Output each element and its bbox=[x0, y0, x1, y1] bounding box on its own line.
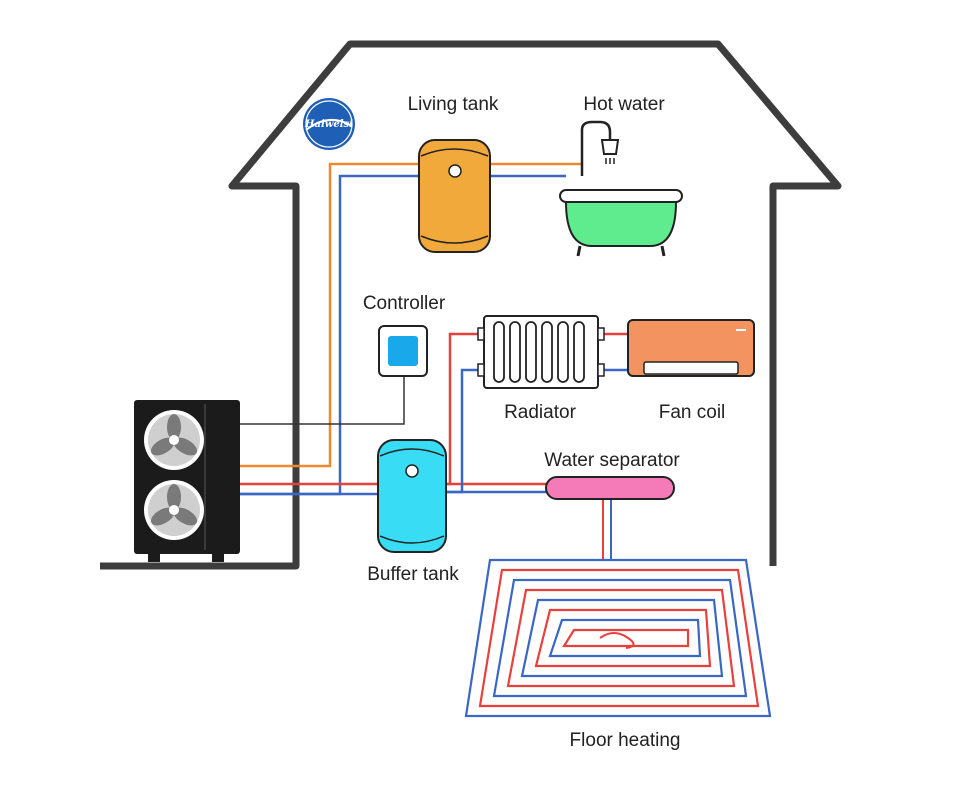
logo-text: Haiwelsi bbox=[304, 119, 353, 130]
water-separator bbox=[545, 476, 675, 500]
label-living-tank: Living tank bbox=[408, 94, 499, 115]
fan-bottom-icon bbox=[144, 480, 204, 540]
label-buffer-tank: Buffer tank bbox=[367, 564, 459, 585]
radiator bbox=[477, 315, 605, 389]
living-tank bbox=[418, 139, 491, 253]
fan-coil-unit bbox=[627, 319, 755, 377]
floor-heating-coil bbox=[464, 558, 772, 718]
label-fan-coil: Fan coil bbox=[659, 402, 726, 423]
label-radiator: Radiator bbox=[504, 402, 576, 423]
label-water-separator: Water separator bbox=[544, 450, 680, 471]
label-controller: Controller bbox=[363, 293, 446, 314]
heat-pump-unit bbox=[134, 400, 240, 562]
house-outline bbox=[100, 40, 842, 570]
controller-device bbox=[378, 325, 428, 377]
hot-water-bathtub bbox=[559, 120, 683, 257]
shower-head-icon bbox=[600, 139, 620, 155]
fan-top-icon bbox=[144, 410, 204, 470]
controller-signal-line bbox=[240, 376, 405, 425]
label-floor-heating: Floor heating bbox=[570, 730, 681, 751]
brand-logo: Haiwelsi bbox=[303, 98, 355, 150]
label-hot-water: Hot water bbox=[583, 94, 665, 115]
buffer-tank bbox=[377, 439, 447, 553]
